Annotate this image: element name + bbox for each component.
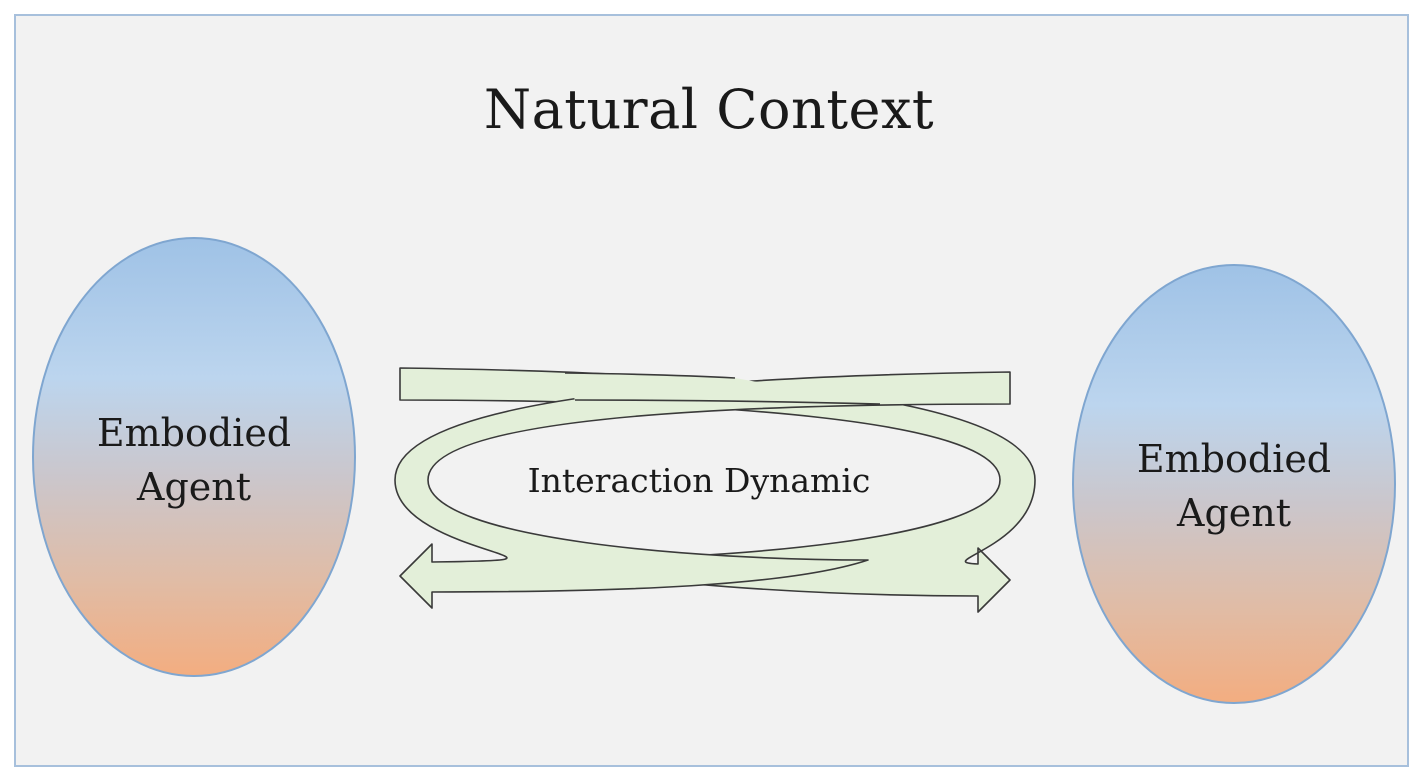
agent-left-label-line2: Agent bbox=[136, 465, 251, 509]
ribbon-overlap-upper bbox=[565, 373, 880, 404]
agent-left-shape bbox=[32, 237, 356, 677]
interaction-arrow-left bbox=[394, 371, 1011, 609]
interaction-dynamic-label: Interaction Dynamic bbox=[528, 461, 871, 500]
agent-right-label-line2: Agent bbox=[1176, 491, 1291, 535]
ribbon-overlap-upper-edge bbox=[564, 372, 736, 379]
ribbon-overlap-upper-edge2 bbox=[574, 399, 881, 405]
interaction-arrow-right bbox=[399, 367, 1036, 613]
diagram-title: Natural Context bbox=[483, 78, 935, 141]
interaction-dynamic-graphic bbox=[394, 367, 1036, 613]
agent-left: Embodied Agent bbox=[32, 237, 356, 677]
agent-right-label-line1: Embodied bbox=[1137, 437, 1331, 481]
agent-right: Embodied Agent bbox=[1072, 264, 1396, 704]
agent-right-shape bbox=[1072, 264, 1396, 704]
agent-left-label-line1: Embodied bbox=[97, 411, 291, 455]
